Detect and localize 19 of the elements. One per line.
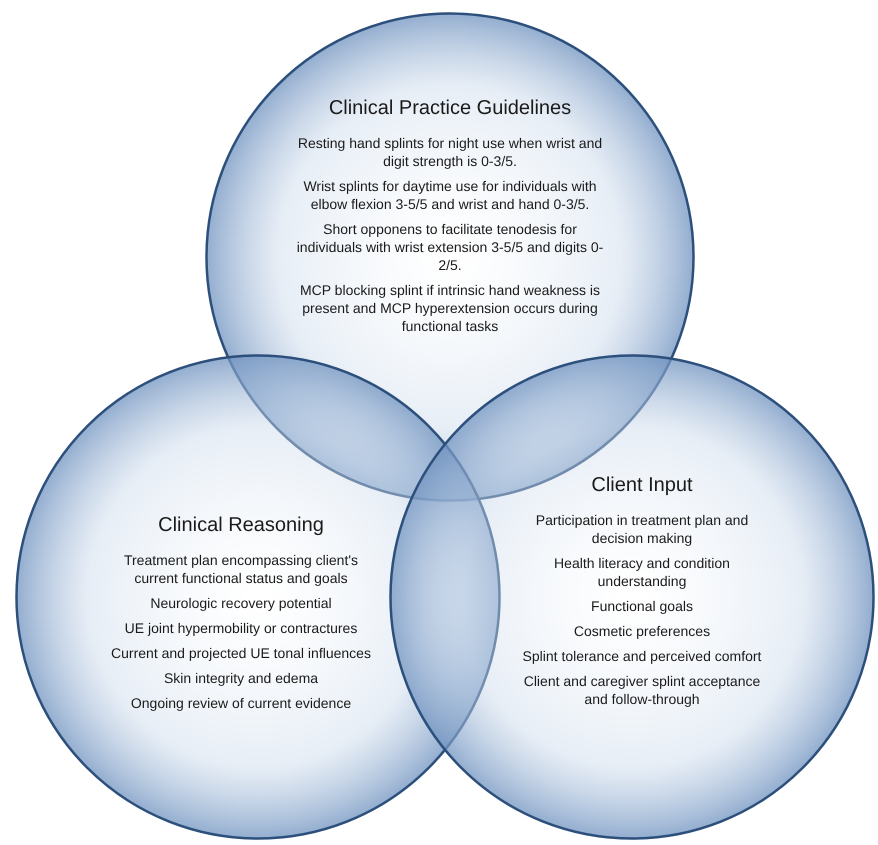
criterion-text: Ongoing review of current evidence bbox=[130, 694, 352, 712]
criterion-text: Current and projected UE tonal influences bbox=[110, 644, 372, 662]
criterion-text: Functional goals bbox=[590, 597, 694, 615]
circle-title: Clinical Reasoning bbox=[157, 514, 325, 537]
circle-title: Clinical Practice Guidelines bbox=[328, 97, 572, 120]
criterion-text: Treatment plan encompassing client's current functional status and goals bbox=[122, 551, 360, 587]
criterion-text: Cosmetic preferences bbox=[572, 622, 712, 640]
criterion-text: Splint tolerance and perceived comfort bbox=[522, 647, 762, 665]
criterion-text: Participation in treatment plan and decision making bbox=[534, 511, 750, 547]
criterion-text: Client and caregiver splint acceptance and follow-through bbox=[522, 672, 762, 708]
circle-title: Client Input bbox=[590, 474, 694, 497]
criterion-text: Short opponens to facilitate tenodesis for individuals with wrist extension 3-5/5 and digits 0-2/5. bbox=[296, 220, 604, 274]
criterion-text: Neurologic recovery potential bbox=[149, 594, 333, 612]
criterion-text: UE joint hypermobility or contractures bbox=[124, 619, 358, 637]
criterion-text: MCP blocking splint if intrinsic hand weakness is present and MCP hyperextension occurs during functional tasks bbox=[298, 281, 602, 335]
criterion-text: Resting hand splints for night use when wrist and digit strength is 0-3/5. bbox=[296, 134, 604, 170]
criterion-text: Skin integrity and edema bbox=[162, 669, 320, 687]
criterion-text: Health literacy and condition understanding bbox=[553, 554, 731, 590]
criterion-text: Wrist splints for daytime use for individuals with elbow flexion 3-5/5 and wrist and hand 0-3/5. bbox=[302, 177, 598, 213]
